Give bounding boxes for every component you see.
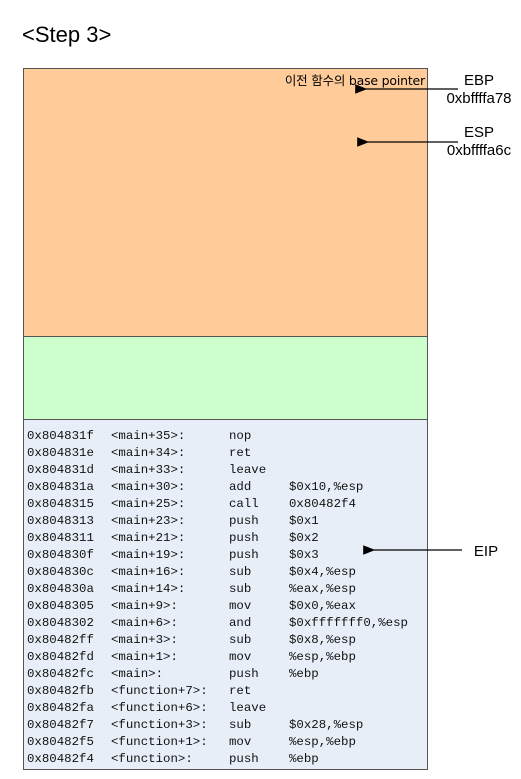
code-symbol: <function+6>: <box>111 701 208 715</box>
code-opcode: sub <box>229 582 252 596</box>
code-operands: $0x28,%esp <box>289 718 364 732</box>
code-opcode: push <box>229 667 259 681</box>
code-symbol: <main+1>: <box>111 650 178 664</box>
code-address: 0x804831a <box>27 480 94 494</box>
code-opcode: push <box>229 548 259 562</box>
code-address: 0x80482ff <box>27 633 94 647</box>
code-opcode: push <box>229 514 259 528</box>
esp-register: ESP 0xbffffa6c <box>440 124 518 160</box>
stack-region: 이전 함수의 base pointer <box>24 69 427 337</box>
code-symbol: <main+35>: <box>111 429 186 443</box>
code-symbol: <main+19>: <box>111 548 186 562</box>
code-opcode: and <box>229 616 252 630</box>
base-pointer-label: 이전 함수의 base pointer <box>284 73 425 88</box>
code-operands: %esp,%ebp <box>289 650 356 664</box>
code-opcode: leave <box>229 463 267 477</box>
code-address: 0x804831f <box>27 429 94 443</box>
code-operands: %ebp <box>289 667 319 681</box>
code-operands: $0x0,%eax <box>289 599 356 613</box>
code-symbol: <main>: <box>111 667 164 681</box>
code-symbol: <function>: <box>111 752 193 766</box>
code-opcode: ret <box>229 446 252 460</box>
code-symbol: <main+3>: <box>111 633 178 647</box>
code-opcode: call <box>229 497 259 511</box>
code-opcode: sub <box>229 633 252 647</box>
code-operands: 0x80482f4 <box>289 497 356 511</box>
ebp-address: 0xbffffa78 <box>446 90 512 107</box>
code-opcode: mov <box>229 735 252 749</box>
code-symbol: <function+3>: <box>111 718 208 732</box>
code-opcode: sub <box>229 565 252 579</box>
code-operands: %esp,%ebp <box>289 735 356 749</box>
code-address: 0x80482f7 <box>27 718 94 732</box>
code-opcode: nop <box>229 429 252 443</box>
code-address: 0x80482f5 <box>27 735 94 749</box>
code-symbol: <main+25>: <box>111 497 186 511</box>
code-symbol: <function+1>: <box>111 735 208 749</box>
code-address: 0x804830c <box>27 565 94 579</box>
code-address: 0x8048313 <box>27 514 94 528</box>
code-region: 0x804831f <main+35>: nop 0x804831e <main+34>… <box>24 420 427 769</box>
code-operands: $0x8,%esp <box>289 633 356 647</box>
code-symbol: <main+23>: <box>111 514 186 528</box>
code-opcode: ret <box>229 684 252 698</box>
code-address: 0x8048305 <box>27 599 94 613</box>
ebp-label: EBP <box>463 72 494 89</box>
code-symbol: <main+21>: <box>111 531 186 545</box>
code-address: 0x8048302 <box>27 616 94 630</box>
code-symbol: <main+16>: <box>111 565 186 579</box>
code-opcode: push <box>229 752 259 766</box>
middle-region <box>24 337 427 420</box>
code-symbol: <main+6>: <box>111 616 178 630</box>
code-opcode: mov <box>229 650 252 664</box>
code-operands: $0x1 <box>289 514 319 528</box>
code-address: 0x804831d <box>27 463 94 477</box>
eip-register: EIP <box>466 543 506 561</box>
code-operands: %ebp <box>289 752 319 766</box>
code-address: 0x80482fb <box>27 684 94 698</box>
code-address: 0x80482fc <box>27 667 94 681</box>
code-operands: $0x2 <box>289 531 319 545</box>
code-address: 0x80482f4 <box>27 752 94 766</box>
code-operands: $0x10,%esp <box>289 480 364 494</box>
code-symbol: <main+9>: <box>111 599 178 613</box>
code-symbol: <main+33>: <box>111 463 186 477</box>
code-operands: %eax,%esp <box>289 582 356 596</box>
step-title: <Step 3> <box>22 22 112 47</box>
code-symbol: <function+7>: <box>111 684 208 698</box>
esp-label: ESP <box>463 124 494 141</box>
esp-address: 0xbffffa6c <box>446 142 512 159</box>
code-address: 0x80482fa <box>27 701 94 715</box>
code-operands: $0xfffffff0,%esp <box>289 616 408 630</box>
code-opcode: mov <box>229 599 252 613</box>
memory-diagram: 이전 함수의 base pointer 0x804831f <main+35>: n… <box>23 68 428 770</box>
code-address: 0x804831e <box>27 446 94 460</box>
code-operands: $0x4,%esp <box>289 565 356 579</box>
code-address: 0x80482fd <box>27 650 94 664</box>
code-symbol: <main+30>: <box>111 480 186 494</box>
code-opcode: sub <box>229 718 252 732</box>
code-symbol: <main+34>: <box>111 446 186 460</box>
eip-label: EIP <box>473 543 499 560</box>
code-address: 0x8048315 <box>27 497 94 511</box>
ebp-register: EBP 0xbffffa78 <box>440 72 518 108</box>
code-symbol: <main+14>: <box>111 582 186 596</box>
code-opcode: push <box>229 531 259 545</box>
code-operands: $0x3 <box>289 548 319 562</box>
code-opcode: leave <box>229 701 267 715</box>
code-opcode: add <box>229 480 252 494</box>
code-address: 0x8048311 <box>27 531 94 545</box>
code-address: 0x804830f <box>27 548 94 562</box>
code-address: 0x804830a <box>27 582 94 596</box>
